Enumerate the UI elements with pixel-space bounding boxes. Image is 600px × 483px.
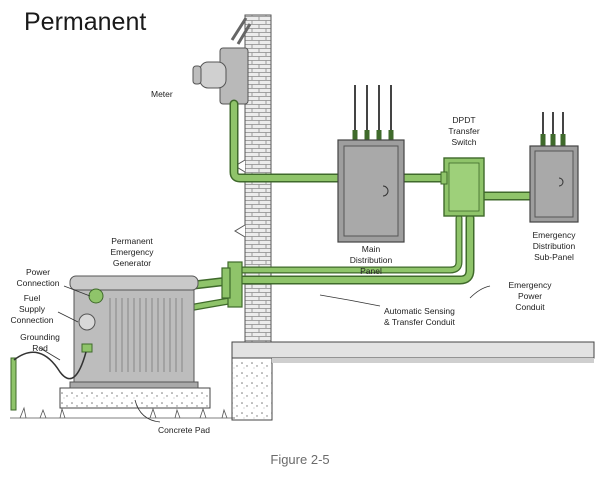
label-grounding-rod-1: Grounding xyxy=(20,332,60,342)
label-sub-panel-1: Emergency xyxy=(533,230,577,240)
labels: Meter DPDT Transfer Switch Main Distribu… xyxy=(10,89,576,435)
page-title: Permanent xyxy=(24,8,147,36)
label-concrete-pad: Concrete Pad xyxy=(158,425,210,435)
label-fuel-supply-2: Supply xyxy=(19,304,46,314)
label-sensing-conduit-2: & Transfer Conduit xyxy=(384,317,456,327)
label-main-panel-2: Distribution xyxy=(350,255,393,265)
foundation xyxy=(231,341,595,421)
label-sensing-conduit-1: Automatic Sensing xyxy=(384,306,455,316)
dpdt-transfer-switch xyxy=(440,157,485,217)
meter xyxy=(192,17,252,105)
label-generator-1: Permanent xyxy=(111,236,153,246)
figure-caption: Figure 2-5 xyxy=(270,452,330,467)
leader-lines xyxy=(39,285,491,423)
label-generator-2: Emergency xyxy=(111,247,155,257)
concrete-pad xyxy=(59,387,211,409)
main-distribution-panel xyxy=(337,85,405,243)
label-emergency-conduit-3: Conduit xyxy=(515,302,545,312)
label-sub-panel-3: Sub-Panel xyxy=(534,252,574,262)
label-transfer-switch-1: DPDT xyxy=(452,115,475,125)
wall-junction-box xyxy=(221,261,243,308)
label-main-panel-3: Panel xyxy=(360,266,382,276)
generator xyxy=(69,275,199,389)
label-generator-3: Generator xyxy=(113,258,151,268)
label-emergency-conduit-1: Emergency xyxy=(509,280,553,290)
label-grounding-rod-2: Rod xyxy=(32,343,48,353)
label-meter: Meter xyxy=(151,89,173,99)
brick-wall xyxy=(234,14,272,371)
label-fuel-supply-3: Connection xyxy=(10,315,53,325)
label-power-connection-2: Connection xyxy=(16,278,59,288)
label-transfer-switch-2: Transfer xyxy=(448,126,480,136)
label-power-connection-1: Power xyxy=(26,267,50,277)
label-main-panel-1: Main xyxy=(362,244,381,254)
ground-line xyxy=(10,406,235,419)
emergency-sub-panel xyxy=(529,112,579,223)
label-emergency-conduit-2: Power xyxy=(518,291,542,301)
conduits xyxy=(91,99,535,314)
label-fuel-supply-1: Fuel xyxy=(24,293,41,303)
label-transfer-switch-3: Switch xyxy=(451,137,476,147)
label-sub-panel-2: Distribution xyxy=(533,241,576,251)
grounding-rod xyxy=(10,351,87,411)
